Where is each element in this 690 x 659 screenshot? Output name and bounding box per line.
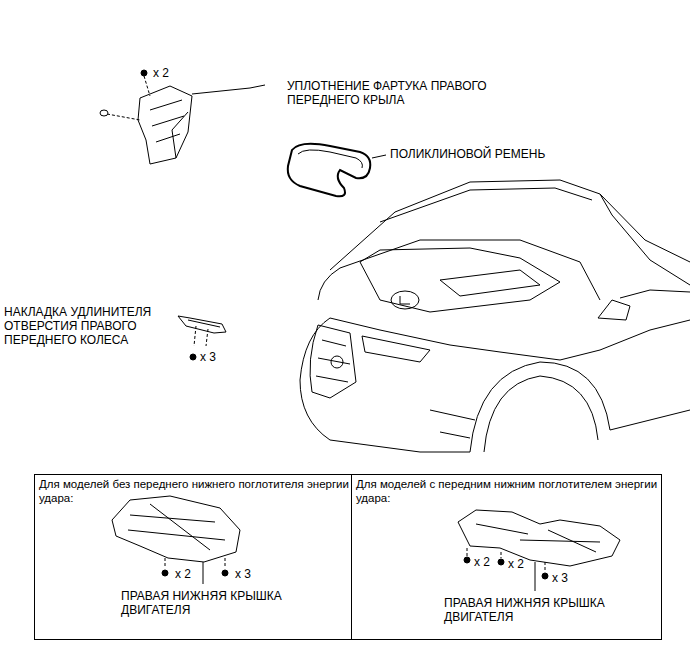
note-heading: Для моделей с передним нижним поглотител…: [356, 477, 659, 505]
belt: [288, 144, 386, 197]
variant-panel: Для моделей с передним нижним поглотител…: [351, 474, 662, 640]
quantity: x 3: [552, 571, 568, 585]
part-name: НАКЛАДКА УДЛИНИТЕЛЯ ОТВЕРСТИЯ ПРАВОГО ПЕ…: [4, 305, 176, 347]
quantity: x 3: [200, 350, 216, 364]
part-name: УПЛОТНЕНИЕ ФАРТУКА ПРАВОГО ПЕРЕДНЕГО КРЫ…: [287, 79, 532, 107]
quantity: x 2: [175, 567, 191, 581]
part-name: ПОЛИКЛИНОВОЙ РЕМЕНЬ: [390, 147, 545, 161]
note-heading: Для моделей без переднего нижнего поглот…: [39, 477, 349, 505]
variant-panel: Для моделей без переднего нижнего поглот…: [34, 474, 352, 640]
quantity: x 3: [235, 567, 251, 581]
quantity: x 2: [508, 557, 524, 571]
part-name: ПРАВАЯ НИЖНЯЯ КРЫШКА ДВИГАТЕЛЯ: [444, 596, 609, 624]
fender-seal: [100, 70, 265, 164]
quantity: x 2: [153, 66, 169, 80]
vehicle: [300, 180, 690, 452]
part-name: ПРАВАЯ НИЖНЯЯ КРЫШКА ДВИГАТЕЛЯ: [121, 589, 286, 617]
engine-under-cover-left: [112, 496, 240, 584]
quantity: x 2: [474, 555, 490, 569]
engine-under-cover-right: [458, 510, 620, 591]
